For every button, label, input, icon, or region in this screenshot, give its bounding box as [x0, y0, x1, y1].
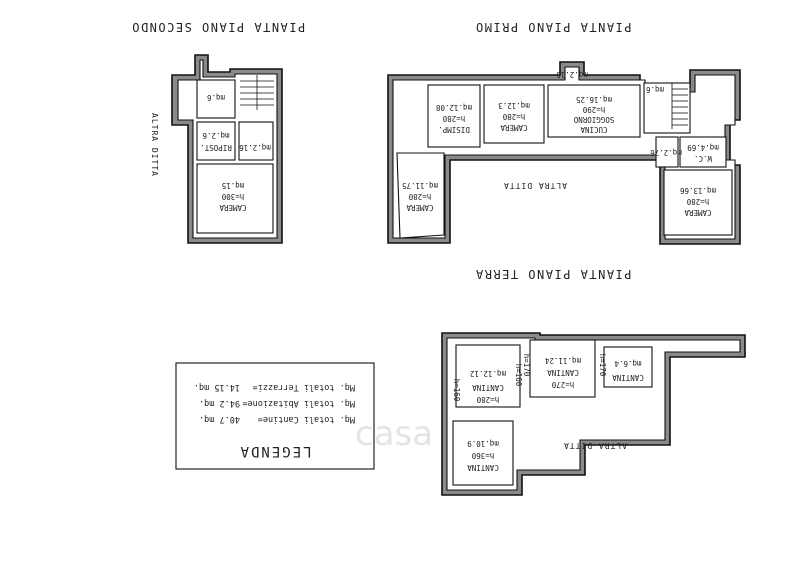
side-label-primo: ALTRA DITTA — [503, 181, 567, 190]
plan-secondo: PIANTA PIANO SECONDO CAMERA h=300 mq.15 … — [131, 20, 306, 244]
cantina3-name: CANTINA — [612, 373, 644, 382]
cantina2-height: h=270 — [551, 380, 574, 389]
balcony-area: mq.2.15 — [556, 70, 588, 79]
ripost-name: RIPOST. — [200, 143, 232, 152]
room-cantina2-terra — [529, 339, 596, 398]
legend-row-2-label: Mq. totali Terrazzi= — [253, 382, 355, 392]
stair-secondo-area: mq.6 — [206, 93, 225, 102]
legend-title: LEGENDA — [238, 443, 311, 459]
camera1-name: CAMERA — [500, 123, 528, 132]
cantina4-height: h=360 — [471, 451, 494, 460]
camera2-name: CAMERA — [406, 203, 434, 212]
cucina-area: mq.16.25 — [576, 95, 612, 104]
plan-primo: PIANTA PIANO PRIMO CAMERA h=280 mq.13.66… — [387, 20, 741, 245]
room-wc-primo — [679, 136, 727, 168]
disimp-name: DISIMP. — [438, 125, 470, 134]
legend-row-0-value: 40.7 mq. — [199, 414, 240, 424]
watermark: casa — [355, 414, 433, 454]
disimp-height: h=280 — [442, 114, 465, 123]
room-disimp-primo — [427, 84, 481, 148]
room-stair-secondo — [196, 79, 236, 119]
room-camera-secondo — [196, 163, 274, 234]
side-label-secondo: ALTRA DITTA — [150, 113, 159, 177]
cantina2-name: CANTINA — [547, 368, 579, 377]
cantina4-area: mq.10.9 — [467, 439, 499, 448]
cucina-height: h=290 — [582, 105, 605, 114]
legend-row-1-label: Mq. totali Abitazione= — [242, 398, 355, 408]
legend-row-1-value: 94.2 mq. — [199, 398, 240, 408]
height-label-3: h=160 — [514, 364, 523, 387]
cantina1-name: CANTINA — [472, 383, 504, 392]
camera-secondo-name: CAMERA — [219, 203, 247, 212]
stair-treads-primo — [671, 83, 688, 129]
legend-row-0-label: Mq. totali Cantine= — [258, 414, 355, 424]
room-cantina4-terra — [452, 420, 514, 486]
room-landing-secondo — [238, 121, 274, 161]
title-primo: PIANTA PIANO PRIMO — [474, 20, 631, 34]
room-landing-primo — [655, 136, 679, 168]
landing-primo-area: mq.2.76 — [650, 148, 682, 157]
camera-secondo-area: mq.15 — [222, 181, 245, 190]
room-cucina-primo — [547, 84, 641, 138]
cantina1-height: h=280 — [476, 395, 499, 404]
legend-box: LEGENDA Mq. totali Cantine= 40.7 mq. Mq.… — [175, 362, 375, 470]
camera-secondo-height: h=300 — [221, 192, 244, 201]
cucina-name2: SOGGIORNO — [573, 115, 614, 124]
legend-row-2-value: 14.15 mq. — [194, 382, 240, 392]
cantina1-area: mq.12.12 — [470, 369, 506, 378]
room-ripost-secondo — [196, 121, 236, 161]
title-secondo: PIANTA PIANO SECONDO — [131, 20, 306, 34]
camera3-name: CAMERA — [684, 208, 712, 217]
room-cantina1-terra — [455, 344, 521, 408]
room-cantina3-terra — [603, 346, 653, 388]
room-camera2-primo — [396, 152, 445, 239]
camera3-area: mq.13.66 — [679, 186, 716, 195]
ripost-area: mq.2.6 — [202, 131, 230, 140]
stair-treads-secondo — [240, 75, 274, 110]
title-terra: PIANTA PIANO TERRA — [474, 267, 631, 281]
camera1-area: mq.12.3 — [498, 101, 530, 110]
room-camera1-primo — [483, 84, 545, 144]
camera2-area: mq.11.75 — [402, 181, 438, 190]
height-label-4: h=160 — [452, 379, 461, 402]
cantina3-area: mq.6.4 — [614, 359, 642, 368]
camera3-height: h=280 — [686, 197, 709, 206]
height-label-1: h=170 — [598, 354, 607, 377]
room-camera3-primo — [663, 169, 733, 236]
disimp-area: mq.12.08 — [435, 103, 472, 112]
cantina4-name: CANTINA — [467, 463, 499, 472]
cucina-name: CUCINA — [580, 125, 608, 134]
wc-area: mq.4.69 — [687, 143, 719, 152]
camera1-height: h=280 — [502, 112, 525, 121]
height-label-2: h=170 — [522, 354, 531, 377]
camera2-height: h=280 — [408, 192, 431, 201]
cantina2-area: mq.11.24 — [544, 356, 581, 365]
side-label-terra: ALTRA DITTA — [563, 441, 627, 450]
wc-name: W.C. — [694, 154, 712, 163]
legend-border — [175, 362, 375, 470]
plan-terra: PIANTA PIANO TERRA CANTINA mq.6.4 CANTIN… — [441, 267, 746, 496]
stair-primo-area: mq.6 — [645, 85, 664, 94]
landing-secondo-area: mq.2.16 — [239, 143, 271, 152]
